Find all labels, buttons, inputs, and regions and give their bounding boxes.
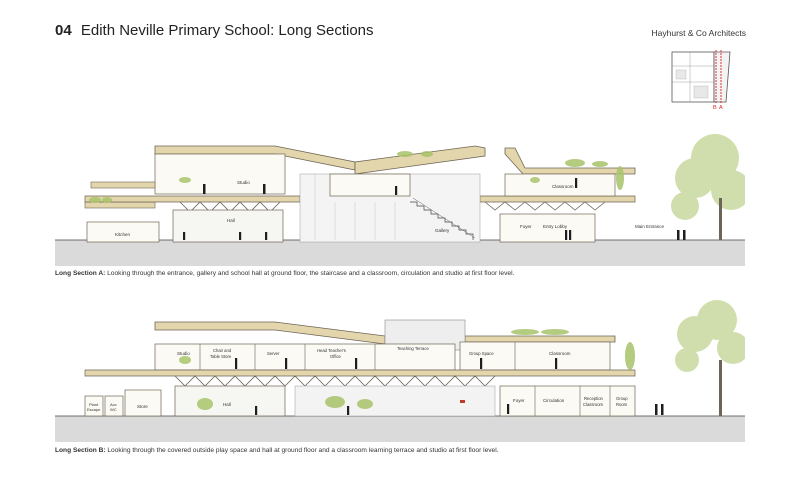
acc-wc — [104, 395, 124, 417]
label-group-room: Group — [616, 396, 628, 401]
label-teaching-terrace: Teaching Terrace — [397, 346, 429, 351]
hall-room — [172, 209, 284, 243]
label-hall: Hall — [227, 218, 235, 223]
caption-a-bold: Long Section A: — [55, 270, 106, 277]
label-reception-2: Classroom — [583, 402, 604, 407]
label-foyer: Foyer — [520, 224, 532, 229]
label-gallery: Gallery — [435, 228, 450, 233]
label-head-office-2: Office — [330, 354, 342, 359]
label-server: Server — [267, 351, 280, 356]
key-plan-wing — [713, 51, 731, 103]
label-main-entrance: Main Entrance — [635, 224, 665, 229]
roof-planting — [89, 151, 624, 203]
long-section-a: Studio Classroom Hall Kitchen Gallery Fo… — [55, 134, 745, 266]
label-kitchen: Kitchen — [115, 232, 131, 237]
first-floor-slab — [84, 195, 301, 203]
tree-illustration — [671, 134, 745, 220]
label-studio: Studio — [177, 351, 190, 356]
label-group-space: Group Space — [469, 351, 494, 356]
label-hall: Hall — [223, 402, 231, 407]
label-circulation: Circulation — [543, 398, 565, 403]
caption-b-text: Looking through the covered outside play… — [105, 447, 499, 454]
key-plan-label-b: B — [713, 105, 717, 110]
label-foyer: Foyer — [513, 398, 525, 403]
label-group-room-2: Room — [616, 402, 628, 407]
classroom-b — [459, 341, 611, 371]
staircase — [410, 201, 474, 240]
label-classroom: Classroom — [549, 351, 571, 356]
foyer-b — [499, 385, 636, 417]
label-entry-lobby: Entry Lobby — [543, 224, 568, 229]
firm-name: Hayhurst & Co Architects — [651, 28, 746, 38]
ground-slab — [55, 240, 745, 266]
label-head-office: Head Teacher's — [317, 348, 346, 353]
label-reception: Reception — [584, 396, 604, 401]
long-section-b: Studio Chair and Table Store Server Head… — [55, 300, 745, 442]
label-chair-store-2: Table Store — [210, 354, 232, 359]
caption-b-bold: Long Section B: — [55, 447, 106, 454]
people-figures — [235, 358, 664, 415]
page-title: 04 Edith Neville Primary School: Long Se… — [55, 22, 374, 39]
roof-planting — [179, 329, 635, 410]
label-store: Store — [137, 404, 148, 409]
key-plan: B A — [664, 48, 742, 110]
page-title-text: Edith Neville Primary School: Long Secti… — [80, 22, 374, 39]
hall-room — [174, 385, 286, 417]
foyer-room — [499, 213, 596, 243]
tree-illustration — [675, 300, 745, 372]
store-room — [124, 389, 162, 417]
label-escape: Escape — [87, 407, 101, 412]
people-figures — [183, 178, 686, 240]
ground-slab — [55, 416, 745, 442]
kitchen-room — [86, 221, 160, 243]
page-number: 04 — [55, 22, 72, 39]
first-floor-slab — [84, 369, 636, 377]
plant-room — [84, 395, 104, 417]
label-classroom: Classroom — [552, 184, 574, 189]
label-acc-wc-2: WC — [110, 407, 117, 412]
caption-section-a: Long Section A: Looking through the entr… — [55, 270, 755, 277]
caption-a-text: Looking through the entrance, gallery an… — [105, 270, 515, 277]
label-chair-store: Chair and — [213, 348, 232, 353]
hall-ceiling-zigzag — [174, 375, 496, 387]
key-plan-label-a: A — [719, 105, 723, 110]
label-studio: Studio — [237, 180, 250, 185]
label-acc-wc: Acc — [110, 402, 117, 407]
label-plant: Plant — [89, 402, 99, 407]
caption-section-b: Long Section B: Looking through the cove… — [55, 447, 755, 454]
